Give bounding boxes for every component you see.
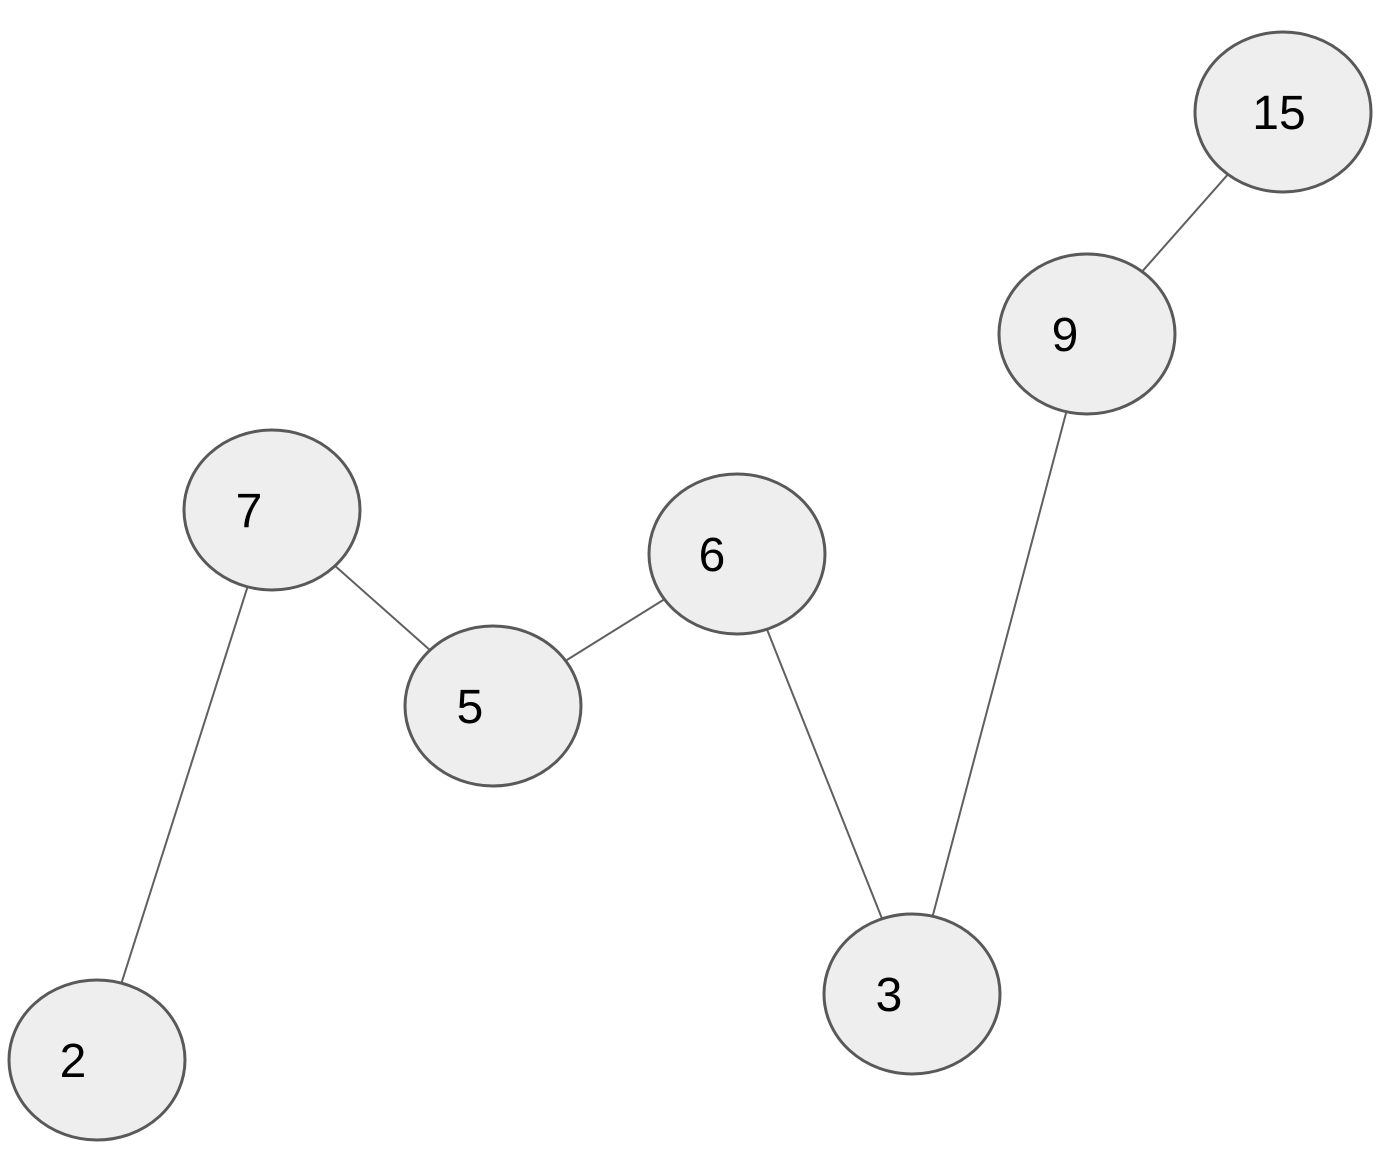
graph-node-label-9: 9 [1052, 309, 1079, 362]
graph-node-5[interactable]: 5 [403, 624, 583, 788]
graph-node-circle-7[interactable] [182, 428, 362, 592]
graph-node-circle-3[interactable] [822, 912, 1002, 1076]
graph-node-label-6: 6 [699, 529, 726, 582]
graph-node-label-5: 5 [457, 681, 484, 734]
graph-node-circle-2[interactable] [7, 978, 187, 1142]
graph-node-label-2: 2 [60, 1035, 87, 1088]
graph-node-7[interactable]: 7 [182, 428, 362, 592]
graph-node-circle-5[interactable] [403, 624, 583, 788]
graph-node-circle-6[interactable] [647, 472, 827, 636]
graph-node-3[interactable]: 3 [822, 912, 1002, 1076]
graph-node-6[interactable]: 6 [647, 472, 827, 636]
graph-edge-7-2 [96, 509, 273, 1061]
graph-node-circle-15[interactable] [1193, 30, 1373, 194]
graph-node-label-7: 7 [236, 485, 263, 538]
graph-node-circle-9[interactable] [997, 252, 1177, 416]
nodes-layer: 15 9 7 6 5 3 2 [7, 30, 1373, 1142]
graph-node-15[interactable]: 15 [1193, 30, 1373, 194]
graph-node-9[interactable]: 9 [997, 252, 1177, 416]
graph-node-label-15: 15 [1252, 87, 1305, 140]
graph-node-2[interactable]: 2 [7, 978, 187, 1142]
graph-node-label-3: 3 [876, 969, 903, 1022]
graph-edge-9-3 [911, 333, 1088, 995]
